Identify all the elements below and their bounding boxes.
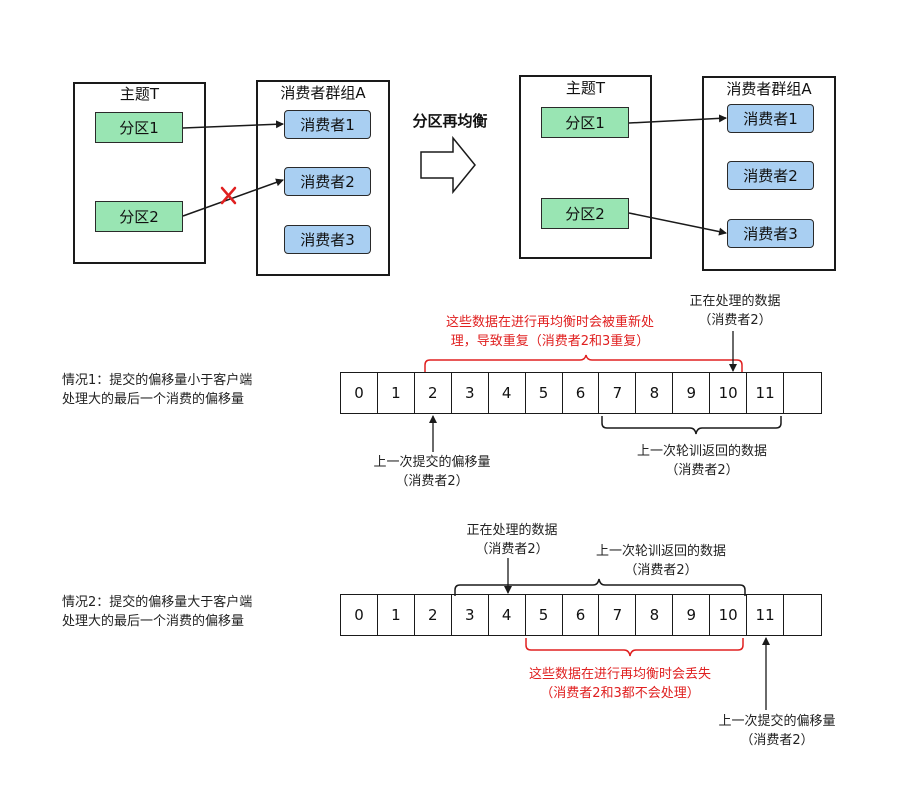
case2-cell: 7 (599, 595, 637, 635)
case1-red-note-line2: 理，导致重复（消费者2和3重复） (450, 334, 650, 349)
case2-description: 情况2：提交的偏移量大于客户端 处理大的最后一个消费的偏移量 (62, 593, 252, 631)
arrow-p1-to-c1-before (182, 120, 284, 129)
case2-cell: 5 (526, 595, 563, 635)
case1-cell: 0 (341, 373, 378, 413)
case2-cell: 8 (636, 595, 674, 635)
case1-processing-line2: （消费者2） (698, 313, 772, 328)
case1-committed-line1: 上一次提交的偏移量 (373, 455, 491, 470)
case2-polled-brace (454, 578, 746, 596)
case2-processing-line1: 正在处理的数据 (466, 523, 558, 538)
case1-description-line1: 情况1：提交的偏移量小于客户端 (62, 373, 253, 388)
case2-cell: 1 (378, 595, 415, 635)
case1-cell: 10 (710, 373, 748, 413)
case1-processing-label: 正在处理的数据 （消费者2） (670, 292, 800, 330)
case1-cell: 11 (747, 373, 785, 413)
case2-cell: 11 (747, 595, 785, 635)
case1-cell: 8 (636, 373, 674, 413)
case2-polled-line2: （消费者2） (624, 563, 698, 578)
partition-1-after: 分区1 (541, 107, 629, 138)
case1-polled-line2: （消费者2） (665, 463, 739, 478)
case2-processing-line2: （消费者2） (475, 542, 549, 557)
case1-offset-row: 0 1 2 3 4 5 6 7 8 9 10 11 (340, 372, 822, 414)
case2-cell: 0 (341, 595, 378, 635)
consumer-3-after: 消费者3 (727, 219, 814, 248)
partition-2-after: 分区2 (541, 198, 629, 229)
case1-cell: 3 (452, 373, 489, 413)
case2-committed-label: 上一次提交的偏移量 （消费者2） (707, 712, 847, 750)
partition-1-before: 分区1 (95, 112, 183, 143)
consumer-group-title-before: 消费者群组A (280, 84, 366, 102)
consumer-2-before: 消费者2 (284, 167, 371, 196)
case2-polled-label: 上一次轮训返回的数据 （消费者2） (581, 542, 741, 580)
case1-polled-label: 上一次轮训返回的数据 （消费者2） (622, 442, 782, 480)
rebalance-label: 分区再均衡 (412, 112, 488, 130)
case2-red-note-line2: （消费者2和3都不会处理） (540, 686, 700, 701)
case2-processing-label: 正在处理的数据 （消费者2） (447, 521, 577, 559)
case1-description-line2: 处理大的最后一个消费的偏移量 (62, 392, 245, 407)
case1-red-note-line1: 这些数据在进行再均衡时会被重新处 (445, 315, 654, 330)
case2-cell: 9 (673, 595, 711, 635)
arrow-p2-to-c2-before (182, 178, 284, 217)
topic-title-before: 主题T (119, 85, 160, 103)
case2-loss-note: 这些数据在进行再均衡时会丢失 （消费者2和3都不会处理） (500, 665, 740, 703)
case2-loss-brace (525, 638, 744, 657)
consumer-1-after: 消费者1 (727, 104, 814, 133)
case1-polled-brace (601, 416, 782, 435)
case2-description-line2: 处理大的最后一个消费的偏移量 (62, 614, 245, 629)
case1-duplicate-brace (424, 354, 743, 372)
case2-cell: 3 (452, 595, 489, 635)
case1-cell: 4 (489, 373, 526, 413)
case1-duplicate-note: 这些数据在进行再均衡时会被重新处 理，导致重复（消费者2和3重复） (405, 313, 695, 351)
cross-icon (220, 186, 237, 205)
case1-cell: 7 (599, 373, 637, 413)
case2-cell: 2 (415, 595, 452, 635)
case2-committed-line1: 上一次提交的偏移量 (718, 714, 836, 729)
case2-cell: 4 (489, 595, 526, 635)
case1-committed-line2: （消费者2） (395, 474, 469, 489)
topic-title-after: 主题T (565, 79, 606, 97)
consumer-2-after: 消费者2 (727, 161, 814, 190)
consumer-3-before: 消费者3 (284, 225, 371, 254)
case1-cell: 6 (563, 373, 600, 413)
case1-processing-line1: 正在处理的数据 (689, 294, 781, 309)
case1-committed-label: 上一次提交的偏移量 （消费者2） (362, 453, 502, 491)
case2-polled-line1: 上一次轮训返回的数据 (595, 544, 726, 559)
case2-cell: 10 (710, 595, 748, 635)
case1-cell: 1 (378, 373, 415, 413)
case1-cell: 2 (415, 373, 452, 413)
case2-committed-line2: （消费者2） (740, 733, 814, 748)
partition-2-before: 分区2 (95, 201, 183, 232)
case1-description: 情况1：提交的偏移量小于客户端 处理大的最后一个消费的偏移量 (62, 371, 252, 409)
case1-cell: 9 (673, 373, 711, 413)
case2-cell: 6 (563, 595, 600, 635)
case1-polled-line1: 上一次轮训返回的数据 (636, 444, 767, 459)
case2-description-line1: 情况2：提交的偏移量大于客户端 (62, 595, 253, 610)
rebalance-arrow-icon (420, 135, 476, 195)
consumer-group-title-after: 消费者群组A (726, 80, 812, 98)
case2-offset-row: 0 1 2 3 4 5 6 7 8 9 10 11 (340, 594, 822, 636)
arrow-p1-to-c1-after (628, 114, 727, 124)
arrow-p2-to-c3-after (628, 212, 727, 236)
consumer-1-before: 消费者1 (284, 110, 371, 139)
case2-red-note-line1: 这些数据在进行再均衡时会丢失 (528, 667, 711, 682)
case1-cell: 5 (526, 373, 563, 413)
